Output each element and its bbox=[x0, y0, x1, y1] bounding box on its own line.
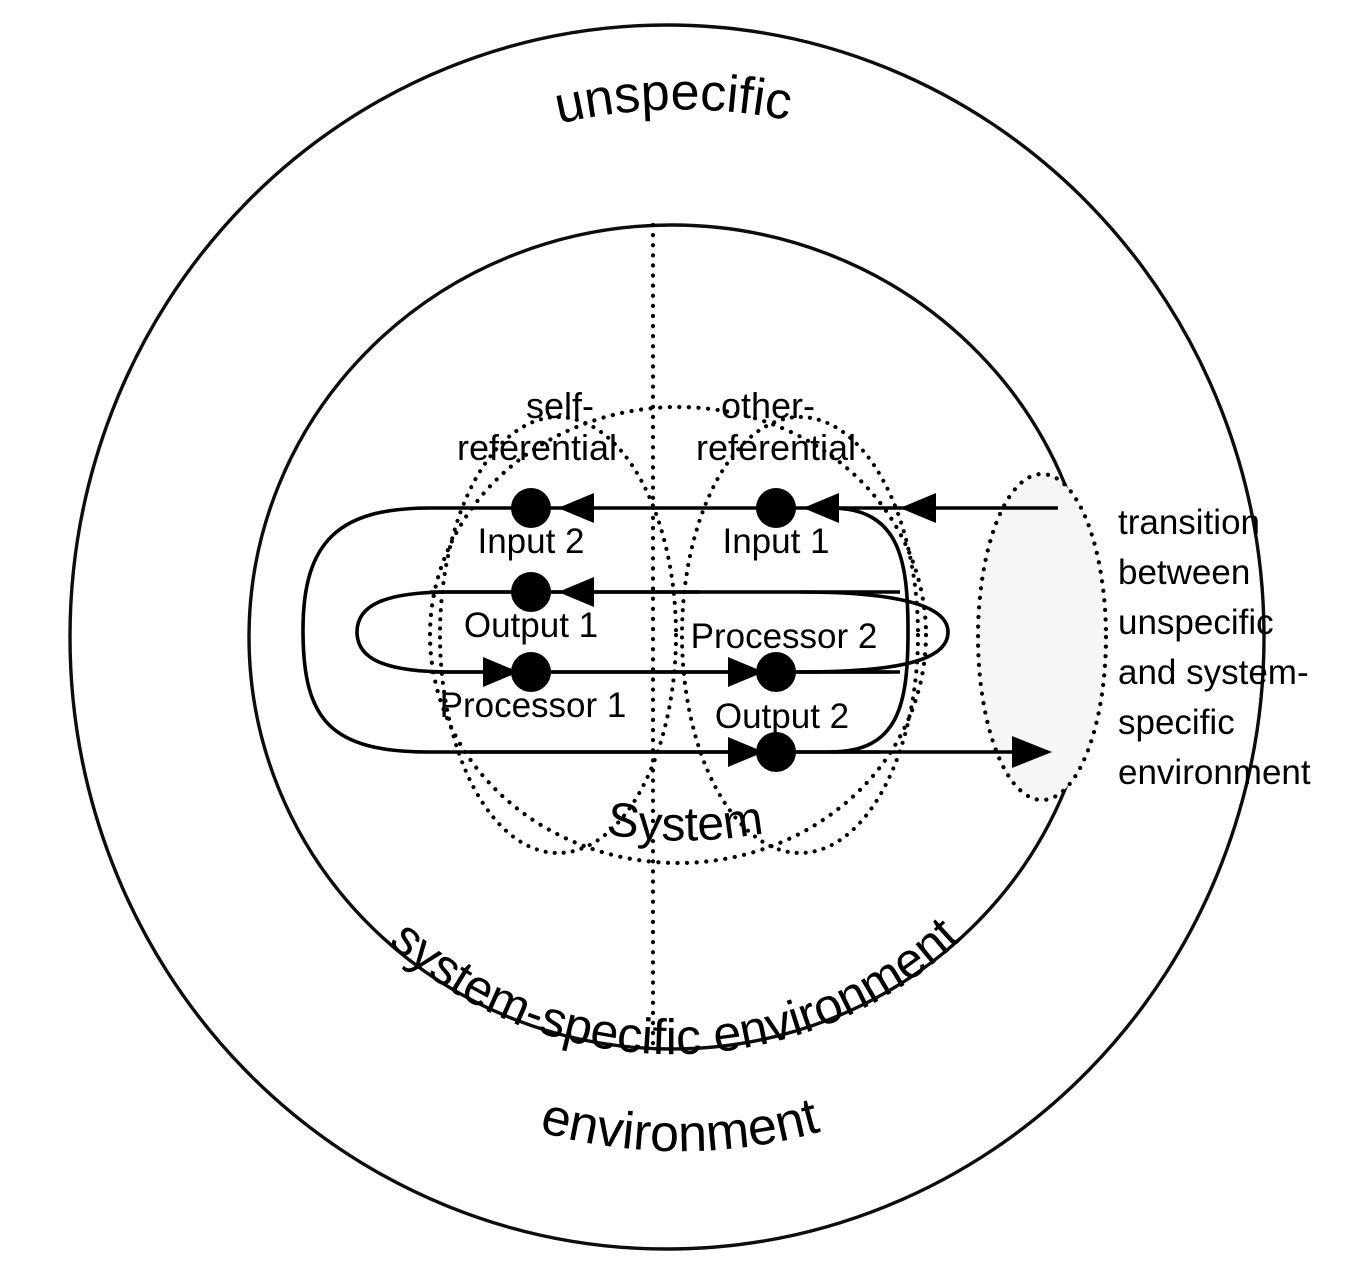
arrowhead-into-output2 bbox=[728, 737, 764, 767]
node-dot-processor2 bbox=[756, 652, 796, 692]
side-note-line-1: transition bbox=[1118, 503, 1260, 542]
ring-label-system-specific-text: system-specific environment bbox=[381, 906, 969, 1065]
node-label-output1: Output 1 bbox=[464, 606, 598, 645]
node-dot-processor1 bbox=[511, 652, 551, 692]
quadrant-label-self-line1: self- bbox=[526, 385, 594, 426]
ring-label-unspecific: unspecific bbox=[549, 63, 796, 135]
left-outer-feedback-loop bbox=[301, 506, 880, 754]
right-inner-crossing-loop bbox=[799, 590, 950, 674]
arrowhead-into-output1 bbox=[558, 577, 594, 607]
node-label-processor1: Processor 1 bbox=[440, 686, 627, 725]
ring-label-environment: environment bbox=[536, 1087, 825, 1164]
left-inner-feedback-loop bbox=[355, 590, 890, 674]
arrowhead-into-input2 bbox=[558, 493, 594, 523]
ring-label-system-specific: system-specific environment bbox=[381, 906, 969, 1065]
side-note-transition: transition between unspecific and system… bbox=[1118, 503, 1311, 792]
arrowhead-bottom-row-outflow bbox=[1012, 736, 1052, 768]
core-label-system: System bbox=[604, 792, 766, 852]
other-referential-ellipse bbox=[680, 415, 920, 855]
side-note-line-4: and system- bbox=[1118, 653, 1309, 692]
transition-ellipse bbox=[975, 471, 1109, 803]
node-label-output2: Output 2 bbox=[715, 697, 849, 736]
system-boundary-ellipse bbox=[427, 404, 929, 866]
arrowhead-into-processor2 bbox=[728, 657, 764, 687]
side-note-line-2: between bbox=[1118, 553, 1250, 592]
quadrant-label-other-line1: other- bbox=[721, 385, 815, 426]
side-note-line-5: specific bbox=[1118, 703, 1235, 742]
arrowhead-into-input1 bbox=[803, 493, 839, 523]
arrowhead-top-row-inflow bbox=[900, 493, 936, 523]
node-label-processor2: Processor 2 bbox=[691, 617, 878, 656]
self-referential-ellipse bbox=[438, 415, 678, 855]
quadrant-label-other-line2: referential bbox=[696, 427, 856, 468]
node-dot-output2 bbox=[756, 732, 796, 772]
arrowhead-into-processor1 bbox=[483, 657, 519, 687]
side-note-line-3: unspecific bbox=[1118, 603, 1274, 642]
node-label-input2: Input 2 bbox=[477, 522, 584, 561]
ring-label-environment-text: environment bbox=[536, 1087, 825, 1164]
quadrant-label-self-line2: referential bbox=[457, 427, 617, 468]
node-dot-input1 bbox=[756, 488, 796, 528]
side-note-line-6: environment bbox=[1118, 753, 1311, 792]
ring-label-unspecific-text: unspecific bbox=[549, 63, 796, 135]
outer-ring-environment bbox=[68, 23, 1266, 1251]
right-outer-crossing-loop bbox=[829, 506, 910, 754]
core-label-system-text: System bbox=[604, 792, 766, 852]
node-dot-output1 bbox=[511, 572, 551, 612]
inner-ring-system-specific-environment bbox=[247, 223, 1097, 1051]
node-label-input1: Input 1 bbox=[722, 522, 829, 561]
node-dot-input2 bbox=[511, 488, 551, 528]
